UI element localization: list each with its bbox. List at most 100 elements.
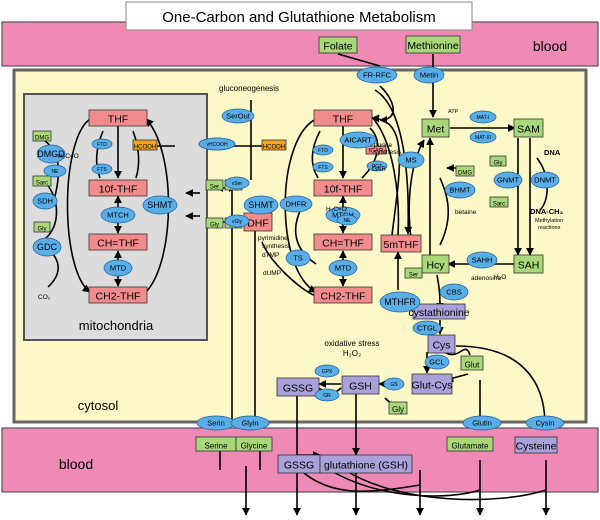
note-reactions: reactions — [538, 225, 561, 231]
enzyme-ctgl: CTGL — [412, 320, 442, 336]
node-label: GSH — [349, 381, 372, 393]
enzyme-label: BHMT — [449, 186, 471, 195]
enzyme-label: Metin — [420, 71, 438, 80]
node-box — [313, 179, 373, 197]
enzyme-serout: SerOut — [221, 108, 255, 124]
node-label: Glut — [465, 361, 480, 370]
node-label: SAH — [518, 260, 540, 272]
node-box — [88, 179, 148, 197]
node-gsh: GSH — [341, 375, 380, 395]
node-box — [514, 436, 558, 454]
node-dmg-mito: DMG — [32, 130, 52, 142]
note-purine-synthesis: synthesis — [374, 149, 402, 156]
node-box — [341, 375, 380, 395]
enzyme-ellipse — [221, 108, 255, 124]
node-box — [411, 373, 453, 395]
enzyme-ellipse — [32, 192, 58, 210]
enzyme-label: Serin — [207, 419, 225, 428]
node-label: Gly — [494, 160, 503, 166]
enzyme-gr: GR — [314, 388, 340, 402]
enzyme-label: MTCH — [107, 211, 129, 220]
node-box — [33, 221, 51, 233]
note-purine: purine — [374, 142, 392, 149]
node-label: cystathionine — [408, 307, 469, 319]
reaction-arrows — [40, 53, 550, 516]
node-box — [404, 267, 423, 279]
enzyme-ellipse — [424, 354, 450, 370]
node-box — [460, 355, 484, 371]
node-glutamate-blood: Glutamate — [446, 436, 494, 452]
node-label: Hcy — [426, 260, 445, 272]
node-ser-cbs: Ser — [404, 267, 423, 279]
enzyme-ellipse — [314, 388, 340, 402]
enzyme-ellipse — [103, 259, 133, 277]
node-box — [88, 233, 148, 251]
enzyme-ellipse — [383, 377, 405, 391]
node-box — [313, 286, 373, 304]
enzyme-label: TS — [293, 254, 303, 263]
enzyme-ellipse — [339, 131, 377, 149]
enzyme-dnmt: DNMT — [530, 171, 560, 189]
node-mthf5: 5mTHF — [380, 234, 422, 253]
node-box — [446, 436, 494, 452]
enzyme-ellipse — [469, 110, 497, 124]
enzyme-ellipse — [91, 163, 113, 175]
note-betaine: betaine — [455, 209, 477, 216]
node-box — [489, 196, 509, 208]
enzyme-ellipse — [466, 251, 498, 269]
node-gly-gs: Gly — [388, 401, 408, 415]
node-label: Cysteine — [516, 441, 557, 453]
enzyme-ellipse — [412, 320, 442, 336]
node-sarc-cyto: Sarc — [489, 196, 509, 208]
enzyme-glutin: Glutin — [462, 415, 502, 431]
enzyme-ellipse — [356, 66, 398, 84]
enzyme-label: GR — [323, 393, 331, 399]
mitochondria-label: mitochondria — [79, 318, 154, 333]
node-gssg-blood: GSSG — [277, 454, 321, 474]
enzyme-ellipse — [379, 291, 421, 313]
node-thf-mito: THF — [88, 109, 148, 127]
node-box — [318, 36, 358, 54]
node-label: Serine — [204, 442, 228, 451]
node-label: CH=THF — [97, 238, 139, 250]
note-dna-ch3: DNA-CH₃ — [530, 207, 564, 216]
node-label: Glycine — [241, 442, 268, 451]
enzyme-label: MAT-III — [475, 135, 491, 141]
node-label: Glutamate — [452, 442, 489, 451]
enzyme-label: FTS — [318, 165, 328, 171]
node-box — [32, 130, 52, 142]
note-gluconeogenesis: gluconeogenesis — [219, 84, 279, 93]
enzyme-label: SerOut — [226, 112, 251, 121]
node-thf-cyto: THF — [313, 109, 373, 127]
node-label: DHF — [247, 218, 269, 230]
enzyme-label: GDC — [37, 242, 58, 252]
enzyme-ellipse — [142, 195, 178, 215]
enzyme-gdc: GDC — [32, 237, 62, 257]
note-dna: DNA — [544, 148, 561, 157]
enzyme-label: SDH — [37, 197, 53, 206]
node-sah: SAH — [513, 254, 544, 274]
node-box — [313, 233, 373, 251]
node-cys: Cys — [427, 334, 456, 354]
blood-label-top: blood — [533, 38, 567, 54]
enzyme-label: DHFR — [286, 200, 307, 209]
node-label: 10f-THF — [99, 184, 138, 196]
enzyme-label: SAHH — [472, 256, 493, 265]
enzyme-ellipse — [32, 237, 62, 257]
enzyme-ellipse — [314, 364, 340, 378]
node-label: Glut-Cys — [412, 380, 453, 392]
enzyme-bhmt: BHMT — [444, 181, 476, 199]
node-hcooh-mito: HCOOH — [132, 139, 158, 151]
enzyme-ellipse — [328, 259, 358, 277]
enzyme-label: SHMT — [248, 200, 274, 210]
enzyme-ellipse — [91, 138, 113, 150]
enzyme-mtd-cyto: MTD — [328, 259, 358, 277]
node-serine-blood: Serine — [195, 436, 237, 452]
note-dtmp: dTMP — [262, 252, 279, 259]
node-glutcys: Glut-Cys — [411, 373, 453, 395]
note-h2o: H₂O — [494, 274, 506, 281]
enzyme-label: vHCOOH — [206, 142, 228, 148]
node-box — [405, 35, 461, 54]
node-box — [421, 254, 450, 274]
